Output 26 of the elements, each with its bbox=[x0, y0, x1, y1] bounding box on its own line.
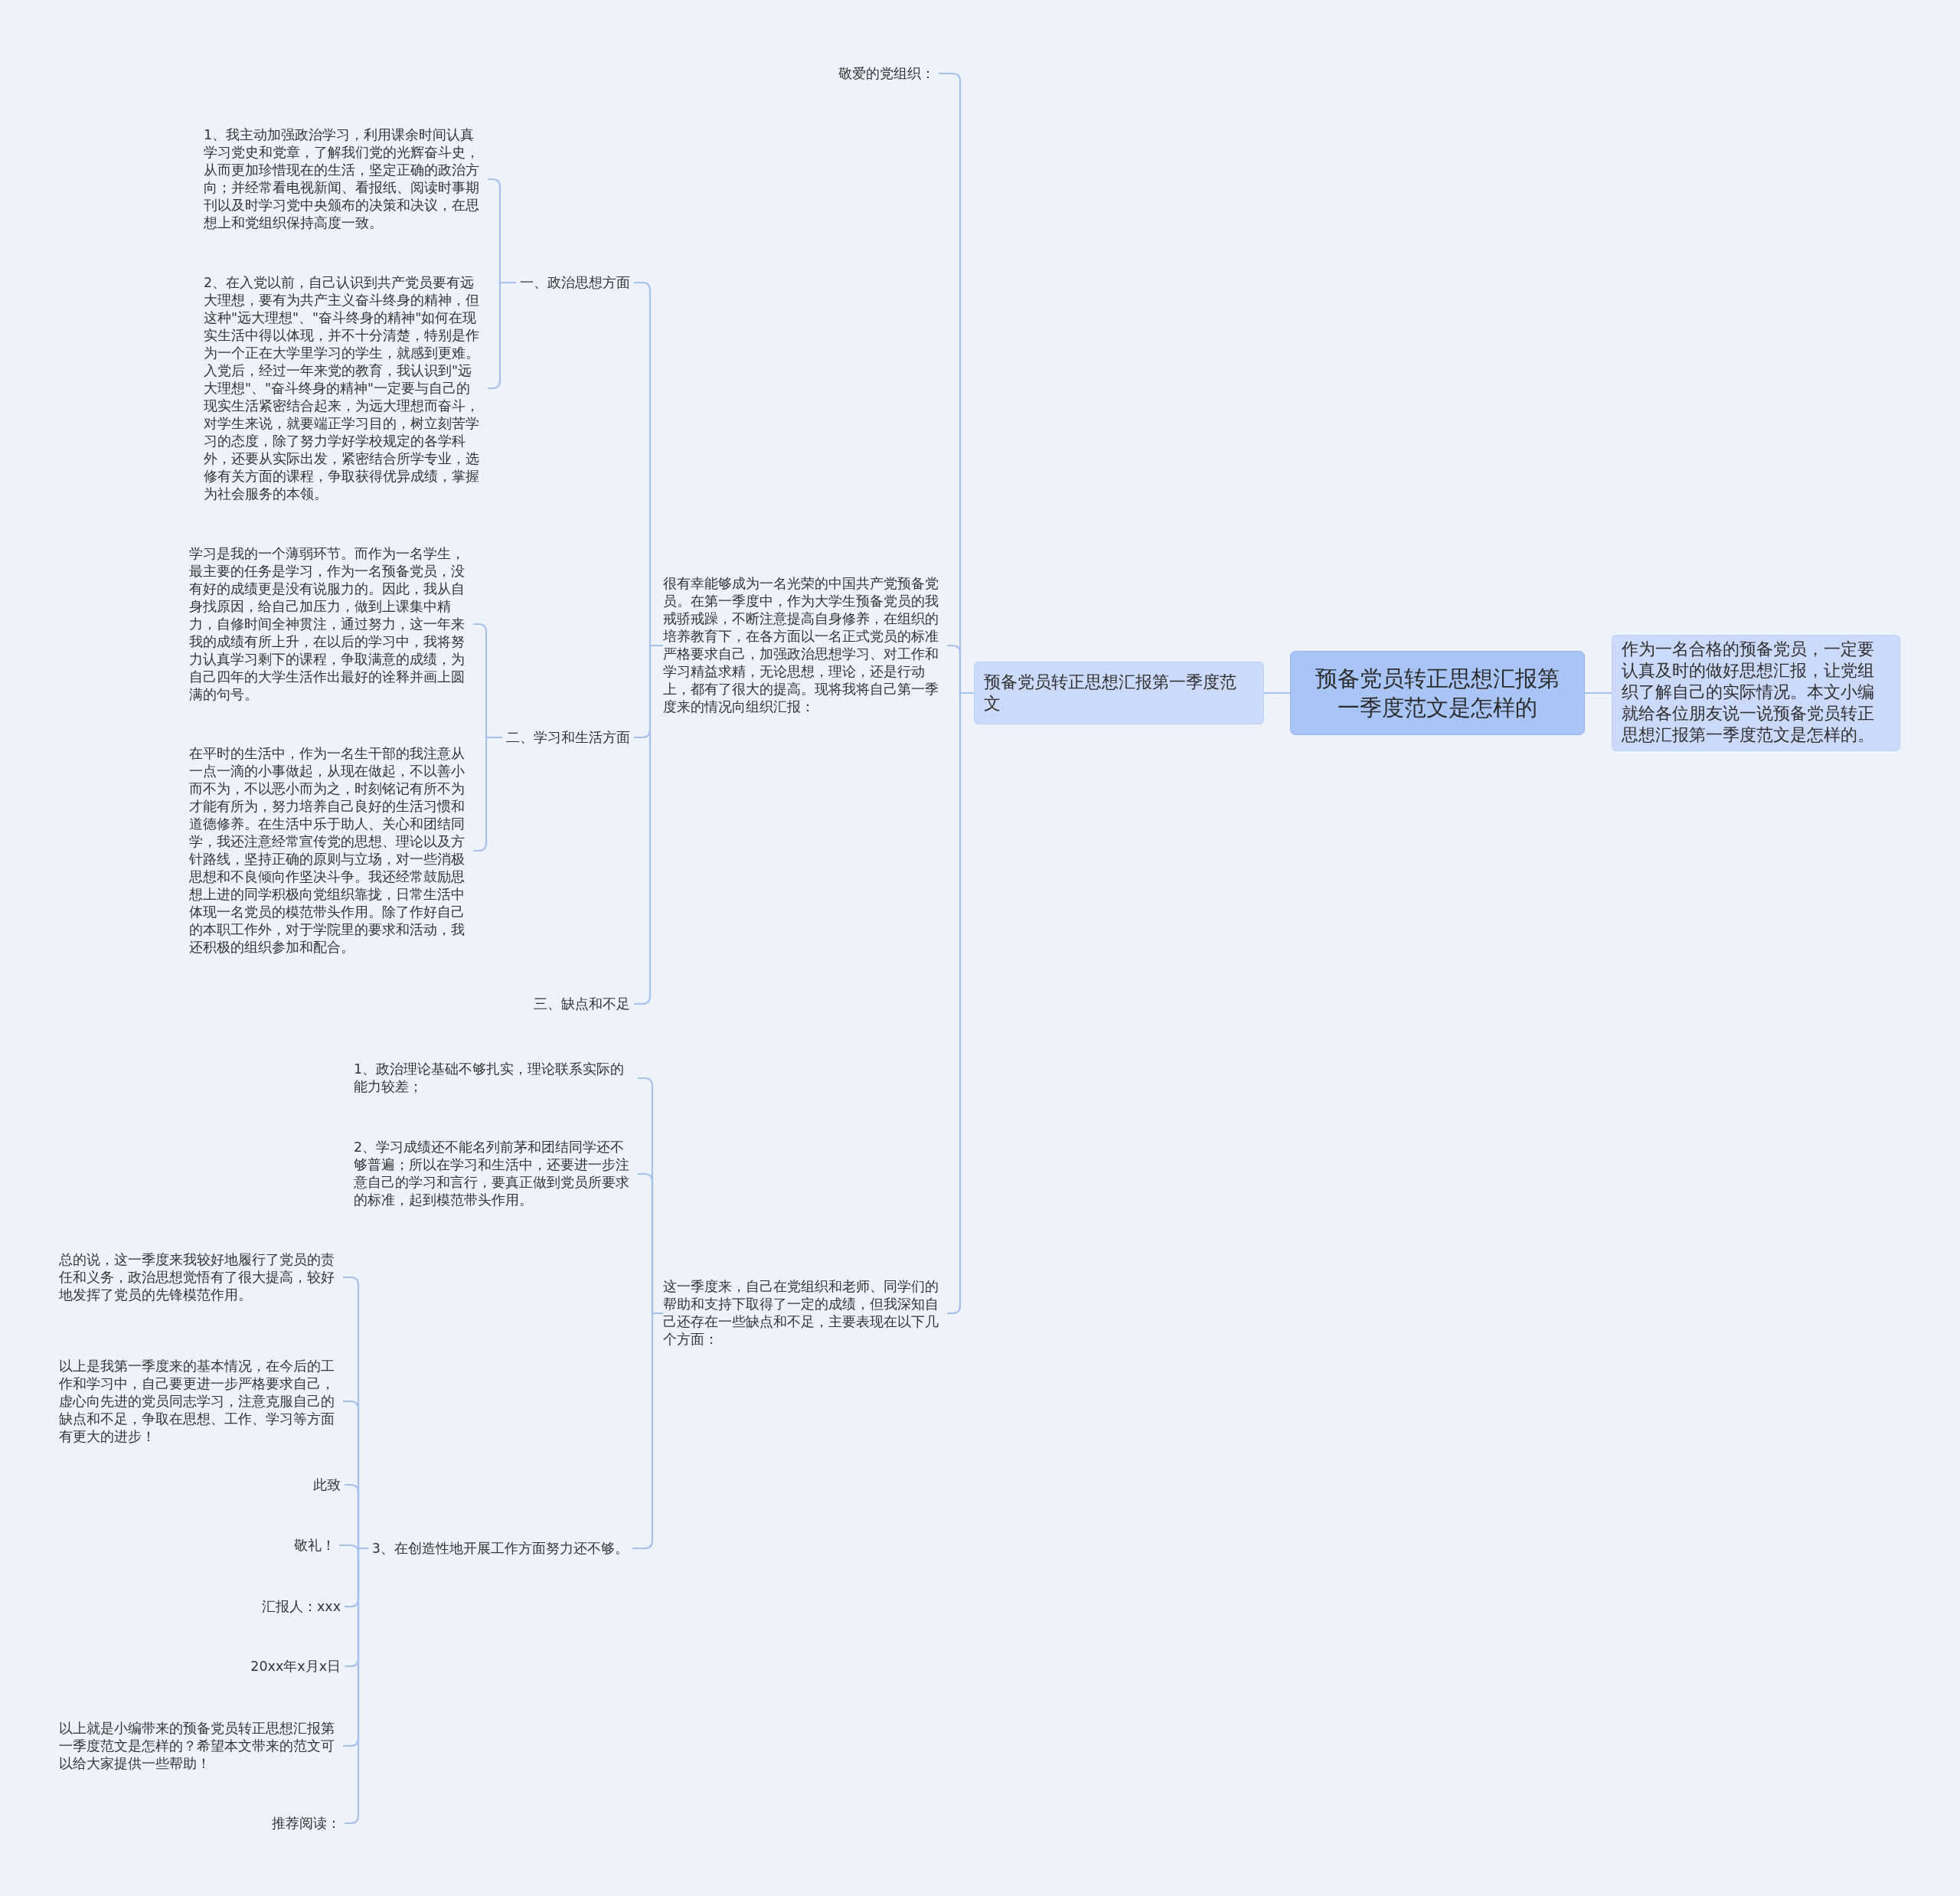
note-box: 作为一名合格的预备党员，一定要认真及时的做好思想汇报，让党组织了解自己的实际情况。本文小编就给各位朋友说一说预备党员转正思想汇报第一季度范文是怎样的。 bbox=[1612, 635, 1900, 751]
paragraph: 学习是我的一个薄弱环节。而作为一名学生，最主要的任务是学习，作为一名预备党员，没有好的成绩更是没有说服力的。因此，我从自身找原因，给自己加压力，做到上课集中精力，自修时间全神贯注，通过努力，这一年来我的成绩有所上升，在以后的学习中，我将努力认真学习剩下的课程，争取满意的成绩，为自己四年的大学生活作出最好的诠释并画上圆满的句号。 bbox=[189, 544, 473, 704]
branch-label: 汇报人：xxx bbox=[257, 1597, 345, 1616]
paragraph: 很有幸能够成为一名光荣的中国共产党预备党员。在第一季度中，作为大学生预备党员的我戒骄戒躁，不断注意提高自身修养，在组织的培养教育下，在各方面以一名正式党员的标准严格要求自己，加强政治思想学习、对工作和学习精益求精，无论思想，理论，还是行动上，都有了很大的提高。现将我将自己第一季度来的情况向组织汇报： bbox=[663, 575, 947, 716]
paragraph: 1、政治理论基础不够扎实，理论联系实际的能力较差； bbox=[354, 1061, 638, 1096]
paragraph: 以上就是小编带来的预备党员转正思想汇报第一季度范文是怎样的？希望本文带来的范文可以给大家提供一些帮助！ bbox=[59, 1719, 343, 1773]
branch-label: 敬爱的党组织： bbox=[835, 64, 939, 83]
paragraph: 2、学习成绩还不能名列前茅和团结同学还不够普遍；所以在学习和生活中，还要进一步注意自己的学习和言行，要真正做到党员所要求的标准，起到模范带头作用。 bbox=[354, 1139, 638, 1209]
branch-label: 推荐阅读： bbox=[268, 1814, 345, 1832]
paragraph: 总的说，这一季度来我较好地履行了党员的责任和义务，政治思想觉悟有了很大提高，较好地发挥了党员的先锋模范作用。 bbox=[59, 1250, 343, 1304]
branch-label: 20xx年x月x日 bbox=[247, 1657, 345, 1675]
branch-label: 3、在创造性地开展工作方面努力还不够。 bbox=[368, 1539, 632, 1558]
branch-label: 二、学习和生活方面 bbox=[502, 728, 634, 747]
connector-line bbox=[1264, 691, 1290, 695]
topic-box: 预备党员转正思想汇报第一季度范文是怎样的 bbox=[1290, 651, 1585, 735]
paragraph: 这一季度来，自己在党组织和老师、同学们的帮助和支持下取得了一定的成绩，但我深知自己还存在一些缺点和不足，主要表现在以下几个方面： bbox=[663, 1278, 947, 1348]
paragraph: 在平时的生活中，作为一名生干部的我注意从一点一滴的小事做起，从现在做起，不以善小而不为，不以恶小而为之，时刻铭记有所不为才能有所为，努力培养自己良好的生活习惯和道德修养。在生活中乐于助人、关心和团结同学，我还注意经常宣传党的思想、理论以及方针路线，坚持正确的原则与立场，对一些消极思想和不良倾向作坚决斗争。我还经常鼓励思想上进的同学积极向党组织靠拢，日常生活中体现一名党员的模范带头作用。除了作好自己的本职工作外，对于学院里的要求和活动，我还积极的组织参加和配合。 bbox=[189, 745, 473, 956]
paragraph: 以上是我第一季度来的基本情况，在今后的工作和学习中，自己要更进一步严格要求自己，虚心向先进的党员同志学习，注意克服自己的缺点和不足，争取在思想、工作、学习等方面有更大的进步！ bbox=[59, 1357, 343, 1446]
paragraph: 1、我主动加强政治学习，利用课余时间认真学习党史和党章，了解我们党的光辉奋斗史，从而更加珍惜现在的生活，坚定正确的政治方向；并经常看电视新闻、看报纸、阅读时事期刊以及时学习党中央颁布的决策和决议，在思想上和党组织保持高度一致。 bbox=[204, 126, 488, 232]
branch-label: 此致 bbox=[309, 1476, 345, 1494]
branch-label: 三、缺点和不足 bbox=[530, 995, 634, 1013]
branch-label: 敬礼！ bbox=[290, 1536, 339, 1554]
connector-line bbox=[1585, 691, 1612, 695]
subtopic-box: 预备党员转正思想汇报第一季度范文 bbox=[974, 662, 1264, 724]
paragraph: 2、在入党以前，自己认识到共产党员要有远大理想，要有为共产主义奋斗终身的精神，但这种"远大理想"、"奋斗终身的精神"如何在现实生活中得以体现，并不十分清楚，特别是作为一个正在大学里学习的学生，就感到更难。入党后，经过一年来党的教育，我认识到"远大理想"、"奋斗终身的精神"一定要与自己的现实生活紧密结合起来，为远大理想而奋斗，对学生来说，就要端正学习目的，树立刻苦学习的态度，除了努力学好学校规定的各学科外，还要从实际出发，紧密结合所学专业，选修有关方面的课程，争取获得优异成绩，掌握为社会服务的本领。 bbox=[204, 273, 488, 503]
branch-label: 一、政治思想方面 bbox=[516, 273, 634, 292]
